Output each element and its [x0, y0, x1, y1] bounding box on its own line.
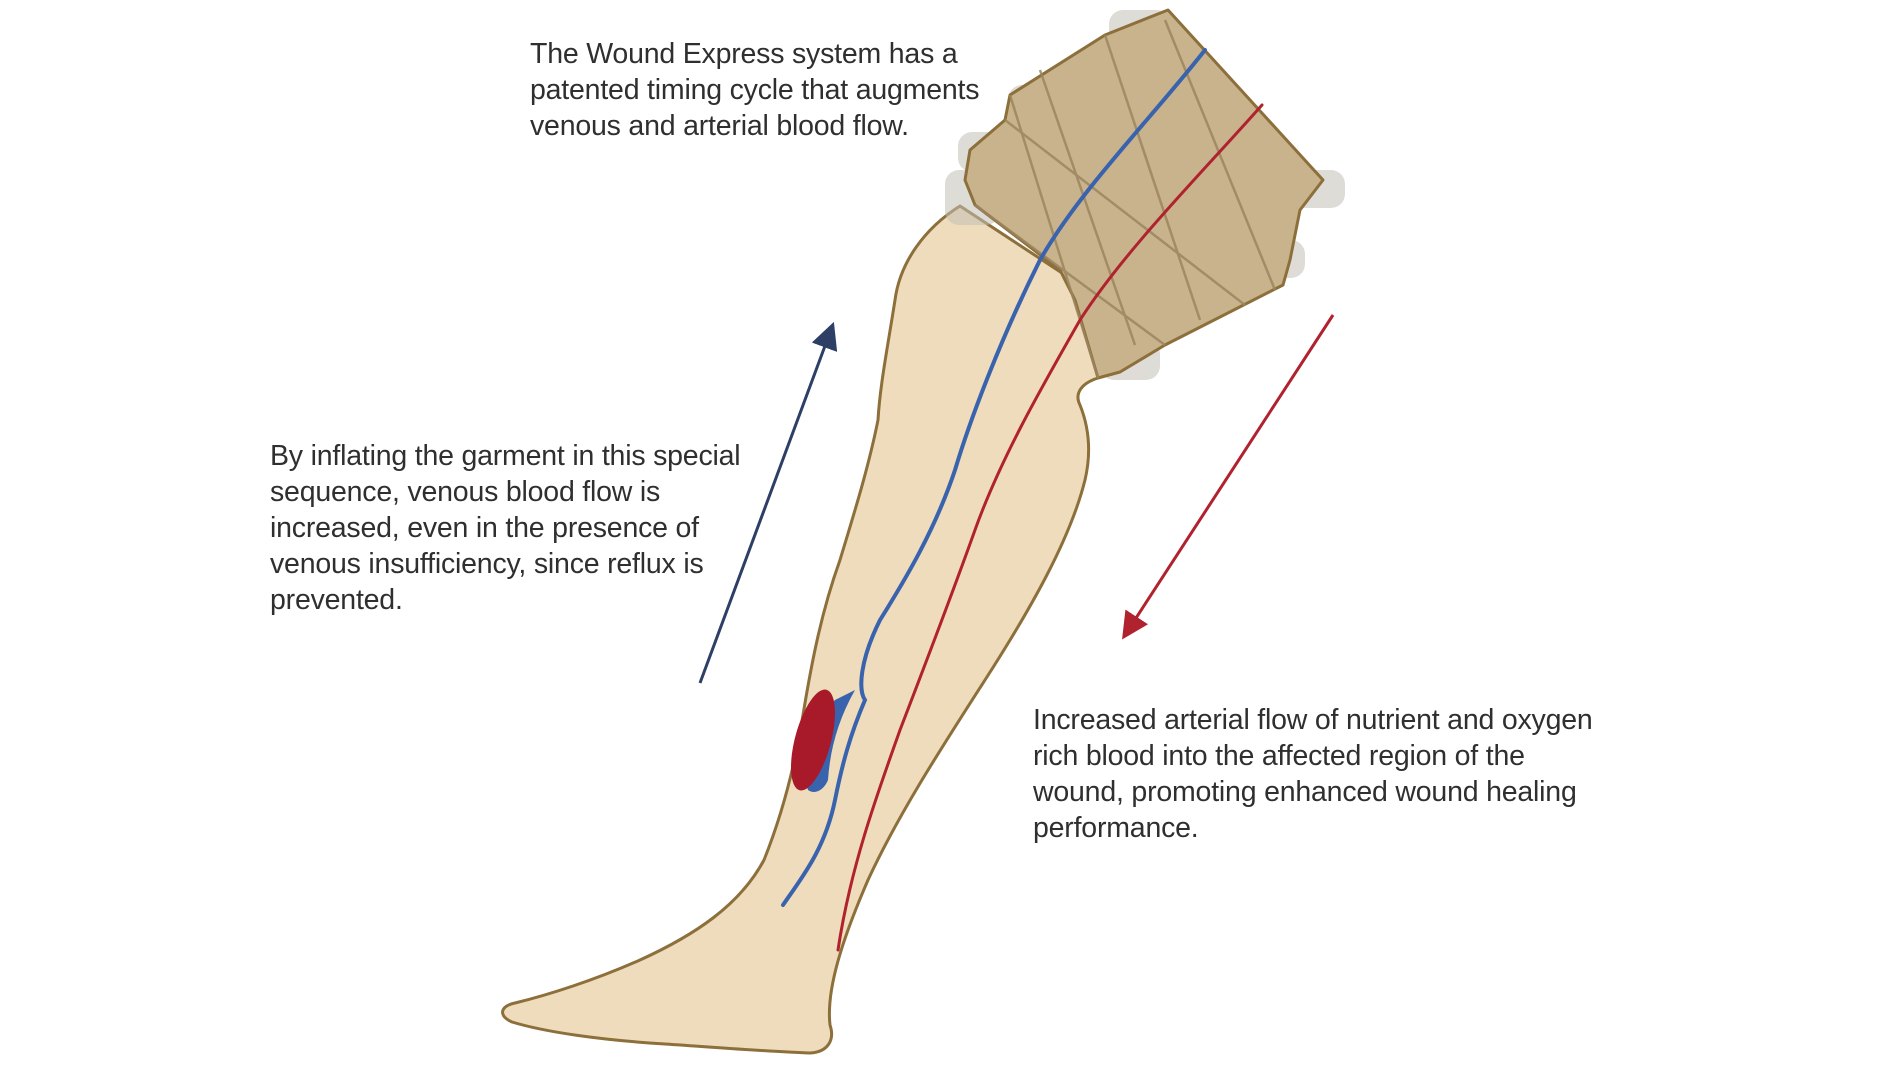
caption-arterial-flow: Increased arterial flow of nutrient and …	[1033, 704, 1593, 844]
vein	[781, 48, 1207, 907]
venous-flow-arrow	[698, 321, 838, 684]
caption-venous-flow: By inflating the garment in this special…	[270, 440, 741, 616]
artery	[836, 103, 1264, 952]
leg-silhouette	[501, 204, 1100, 1055]
wound-site	[791, 689, 835, 791]
arterial-flow-arrow	[1122, 314, 1335, 640]
compression-garment	[945, 8, 1345, 380]
caption-timing-cycle: The Wound Express system has a patented …	[530, 38, 980, 142]
